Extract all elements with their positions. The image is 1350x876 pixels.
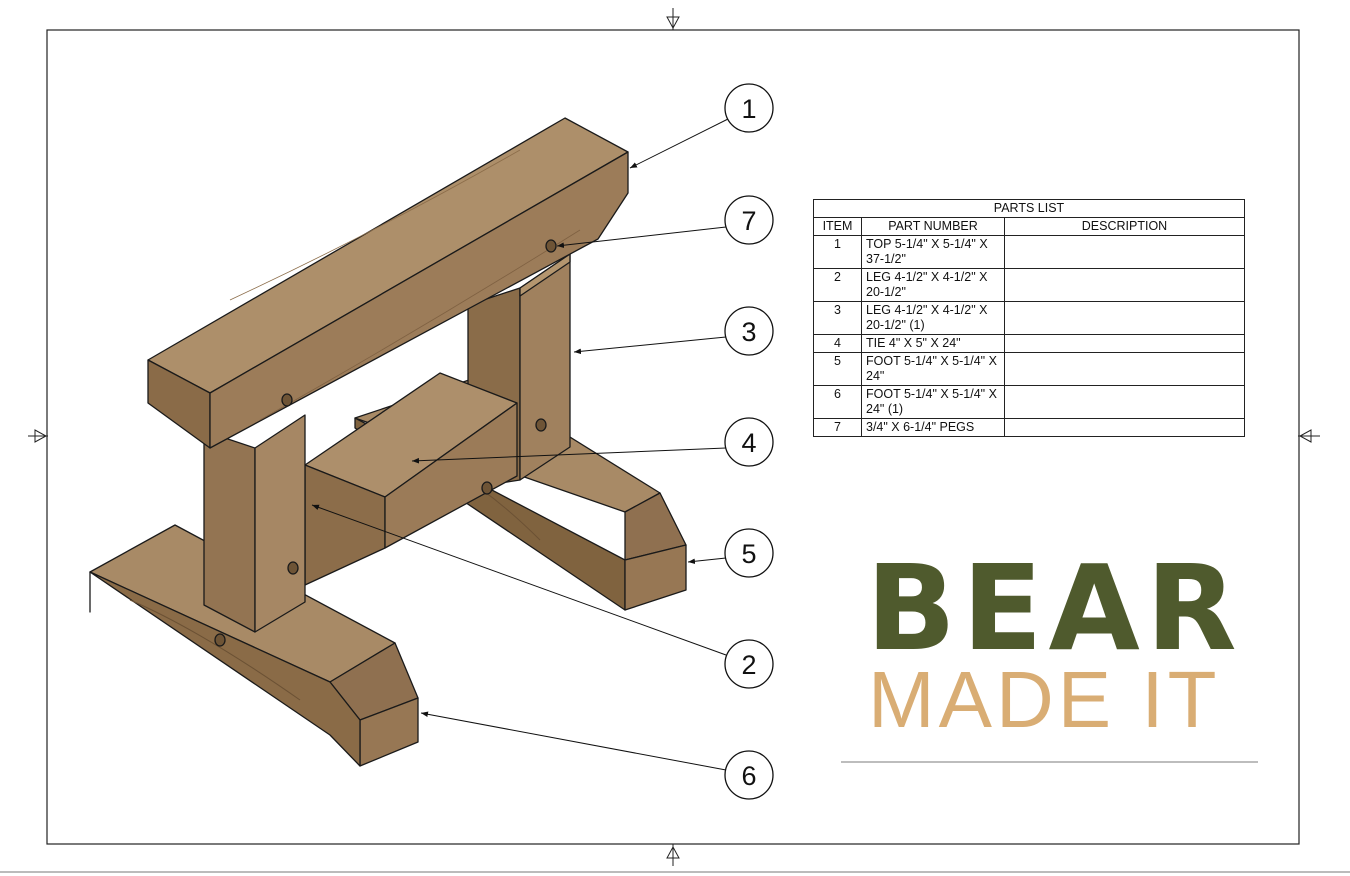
svg-text:2: 2: [741, 650, 756, 680]
svg-text:7: 7: [741, 206, 756, 236]
table-row: 1 TOP 5-1/4" X 5-1/4" X 37-1/2": [813, 235, 1245, 269]
svg-text:1: 1: [741, 94, 756, 124]
cell-item: 3: [813, 301, 862, 335]
cell-item: 6: [813, 385, 862, 419]
cell-part-number: FOOT 5-1/4" X 5-1/4" X 24": [861, 352, 1005, 386]
parts-list-table: PARTS LIST ITEM PART NUMBER DESCRIPTION …: [813, 199, 1245, 437]
parts-list-title: PARTS LIST: [813, 199, 1245, 218]
balloon-3: 3: [724, 306, 774, 356]
cell-part-number: 3/4" X 6-1/4" PEGS: [861, 418, 1005, 437]
cell-description: [1004, 268, 1245, 302]
centering-marks: [28, 8, 1320, 866]
table-row: 7 3/4" X 6-1/4" PEGS: [813, 418, 1245, 437]
balloon-6: 6: [724, 750, 774, 800]
table-row: 3 LEG 4-1/2" X 4-1/2" X 20-1/2" (1): [813, 301, 1245, 335]
svg-text:4: 4: [741, 428, 756, 458]
pegs: [214, 239, 557, 647]
logo-divider: [841, 761, 1258, 763]
cell-description: [1004, 352, 1245, 386]
cell-item: 2: [813, 268, 862, 302]
cell-item: 1: [813, 235, 862, 269]
cell-description: [1004, 334, 1245, 353]
cell-description: [1004, 301, 1245, 335]
table-row: 5 FOOT 5-1/4" X 5-1/4" X 24": [813, 352, 1245, 386]
balloon-1: 1: [724, 83, 774, 133]
cell-part-number: LEG 4-1/2" X 4-1/2" X 20-1/2": [861, 268, 1005, 302]
logo-made-it-text: MADE IT: [868, 655, 1221, 744]
header-description: DESCRIPTION: [1004, 217, 1245, 236]
trestle-illustration: [89, 117, 687, 767]
cell-description: [1004, 385, 1245, 419]
cell-part-number: FOOT 5-1/4" X 5-1/4" X 24" (1): [861, 385, 1005, 419]
cell-part-number: TIE 4" X 5" X 24": [861, 334, 1005, 353]
cell-description: [1004, 235, 1245, 269]
svg-text:5: 5: [741, 539, 756, 569]
table-row: 2 LEG 4-1/2" X 4-1/2" X 20-1/2": [813, 268, 1245, 302]
cell-item: 5: [813, 352, 862, 386]
cell-description: [1004, 418, 1245, 437]
cell-part-number: TOP 5-1/4" X 5-1/4" X 37-1/2": [861, 235, 1005, 269]
svg-text:3: 3: [741, 317, 756, 347]
top-beam: [147, 117, 629, 449]
header-item: ITEM: [813, 217, 862, 236]
cell-item: 4: [813, 334, 862, 353]
logo-bear-text: BEAR: [866, 539, 1243, 677]
table-row: 6 FOOT 5-1/4" X 5-1/4" X 24" (1): [813, 385, 1245, 419]
tie-beam: [304, 372, 518, 586]
balloon-5: 5: [724, 528, 774, 578]
balloon-4: 4: [724, 417, 774, 467]
front-leg: [203, 414, 306, 633]
header-part-number: PART NUMBER: [861, 217, 1005, 236]
balloon-7: 7: [724, 195, 774, 245]
cell-part-number: LEG 4-1/2" X 4-1/2" X 20-1/2" (1): [861, 301, 1005, 335]
leader-lines: [311, 118, 729, 771]
svg-text:6: 6: [741, 761, 756, 791]
cell-item: 7: [813, 418, 862, 437]
balloon-2: 2: [724, 639, 774, 689]
table-row: 4 TIE 4" X 5" X 24": [813, 334, 1245, 353]
